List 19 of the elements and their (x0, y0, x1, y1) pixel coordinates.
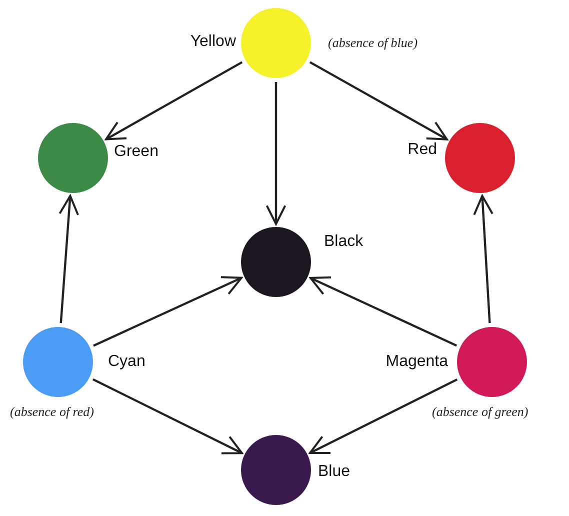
arrow (58, 194, 80, 324)
note: (absence of red) (10, 404, 94, 419)
color-name: Yellow (190, 33, 236, 51)
color-name: Magenta (386, 353, 448, 371)
arrow (266, 82, 286, 225)
color-name: Black (324, 233, 364, 251)
arrow (92, 378, 243, 454)
arrow (93, 276, 242, 347)
color-name: Green (114, 143, 158, 161)
note: (absence of blue) (328, 35, 418, 50)
color-name: Red (408, 141, 437, 159)
note: (absence of green) (432, 404, 528, 419)
arrow (308, 378, 458, 454)
arrow (105, 61, 243, 140)
arrow (309, 61, 448, 140)
arrow (309, 276, 458, 347)
color-name: Cyan (108, 353, 146, 371)
color-name: Blue (318, 463, 350, 481)
arrow (473, 194, 494, 324)
